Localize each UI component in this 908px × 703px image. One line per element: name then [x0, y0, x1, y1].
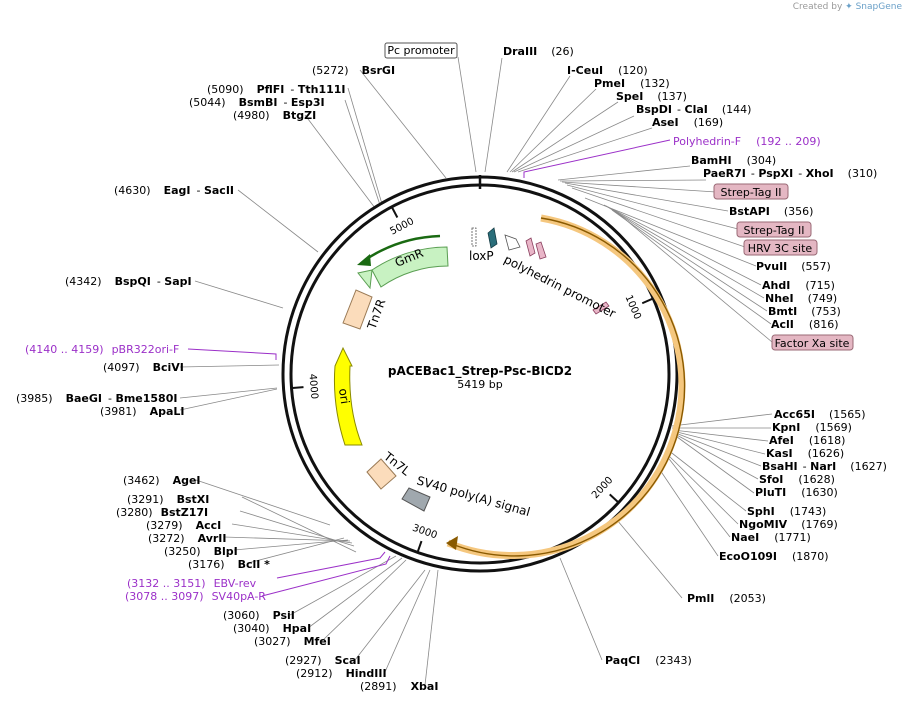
site-bspqi-sapi[interactable]: (4342)BspQI- SapI	[65, 275, 192, 288]
loxp-feature[interactable]	[471, 227, 521, 251]
site-hindiii[interactable]: (2912)HindIII	[296, 667, 387, 680]
polyhedrin-promoter-label: polyhedrin promoter	[502, 252, 618, 321]
factor-xa-site-box[interactable]: Factor Xa site	[771, 334, 854, 351]
site-asei[interactable]: AseI(169)	[652, 116, 723, 129]
tick-mark-3000	[416, 540, 423, 552]
ori-label: ori	[336, 387, 352, 404]
tn7l-feature[interactable]	[366, 458, 397, 490]
site-bspdi-clai[interactable]: BspDI- ClaI(144)	[636, 103, 751, 116]
site-bstz17i[interactable]: (3280)BstZ17I	[116, 506, 208, 519]
gmr-strand-arrow-icon	[357, 254, 371, 266]
site-pmli[interactable]: PmlI(2053)	[687, 592, 766, 605]
site-draiii[interactable]: DraIII(26)	[503, 45, 574, 58]
site-afei[interactable]: AfeI(1618)	[769, 434, 845, 447]
site-bsmbi-esp3i[interactable]: (5044)BsmBI- Esp3I	[189, 96, 325, 109]
site-bmti[interactable]: BmtI(753)	[768, 305, 841, 318]
site-ahdi[interactable]: AhdI(715)	[762, 279, 835, 292]
primer-ebv-rev[interactable]: (3132 .. 3151)EBV-rev	[127, 577, 257, 590]
site-paqci[interactable]: PaqCI(2343)	[605, 654, 692, 667]
site-eagi-sacii[interactable]: (4630)EagI- SacII	[114, 184, 234, 197]
site-ecoo109i[interactable]: EcoO109I(1870)	[719, 550, 829, 563]
site-mfei[interactable]: (3027)MfeI	[254, 635, 331, 648]
gmr-feature[interactable]	[371, 246, 449, 288]
site-labels: DraIII(26) I-CeuI(120) PmeI(132) SpeI(13…	[16, 45, 887, 693]
tn7r-feature[interactable]	[342, 289, 373, 330]
primer-pbr322ori-f[interactable]: (4140 .. 4159)pBR322ori-F	[25, 343, 179, 356]
site-acli[interactable]: AclI(816)	[771, 318, 839, 331]
svg-text:Factor Xa site: Factor Xa site	[775, 337, 850, 350]
site-pvuii[interactable]: PvuII(557)	[756, 260, 831, 273]
strep-tag-2-box[interactable]: Strep-Tag II	[736, 221, 812, 238]
site-bsrgi[interactable]: (5272)BsrGI	[312, 64, 395, 77]
svg-text:Strep-Tag II: Strep-Tag II	[744, 224, 805, 237]
site-blpi[interactable]: (3250)BlpI	[164, 545, 238, 558]
insert-arc-line	[451, 217, 686, 557]
site-pmei[interactable]: PmeI(132)	[594, 77, 670, 90]
gmr-strand	[364, 234, 441, 262]
site-paer7i-pspxi-xhoi[interactable]: PaeR7I- PspXI- XhoI(310)	[703, 167, 877, 180]
tick-mark-1000	[641, 297, 653, 305]
site-pflfi-tth111i[interactable]: (5090)PflFI- Tth111I	[207, 83, 346, 96]
site-ngomiv[interactable]: NgoMIV(1769)	[739, 518, 838, 531]
site-bstapi[interactable]: BstAPI(356)	[729, 205, 813, 218]
site-spei[interactable]: SpeI(137)	[616, 90, 687, 103]
tick-label-4000: 4000	[307, 373, 320, 399]
site-agei[interactable]: (3462)AgeI	[123, 474, 201, 487]
site-sphi[interactable]: SphI(1743)	[747, 505, 826, 518]
insert-arrow-icon	[446, 536, 458, 550]
loxp-label: loxP	[469, 249, 494, 263]
site-acci[interactable]: (3279)AccI	[146, 519, 221, 532]
site-kasi[interactable]: KasI(1626)	[766, 447, 844, 460]
plasmid-length: 5419 bp	[457, 378, 502, 391]
sv40-label: SV40 poly(A) signal	[415, 473, 532, 519]
tick-label-3000: 3000	[411, 523, 439, 542]
site-hpai[interactable]: (3040)HpaI	[233, 622, 311, 635]
ori-feature[interactable]	[333, 346, 363, 446]
site-acc65i[interactable]: Acc65I(1565)	[774, 408, 866, 421]
site-naei[interactable]: NaeI(1771)	[731, 531, 811, 544]
site-psii[interactable]: (3060)PsiI	[223, 609, 295, 622]
polyhedrin-promoter-marks	[525, 237, 610, 315]
site-nhei[interactable]: NheI(749)	[765, 292, 837, 305]
tick-label-1000: 1000	[622, 294, 642, 322]
site-baegi-bme1580i[interactable]: (3985)BaeGI- Bme1580I	[16, 392, 177, 405]
site-xbai[interactable]: (2891)XbaI	[360, 680, 438, 693]
snapgene-credit: Created by ✦ SnapGene	[793, 2, 902, 12]
plasmid-name: pACEBac1_Strep-Psc-BICD2	[388, 364, 572, 379]
site-apali[interactable]: (3981)ApaLI	[100, 405, 185, 418]
tick-mark-2000	[609, 493, 619, 503]
svg-text:Pc promoter: Pc promoter	[387, 44, 455, 57]
site-bcli[interactable]: (3176)BclI *	[188, 558, 270, 571]
credit-brand: SnapGene	[855, 2, 902, 12]
snapgene-logo-icon: ✦	[845, 2, 853, 12]
gmr-arrow-icon	[357, 269, 373, 290]
site-i-ceui[interactable]: I-CeuI(120)	[567, 64, 648, 77]
site-pluti[interactable]: PluTI(1630)	[755, 486, 838, 499]
site-sfoi[interactable]: SfoI(1628)	[759, 473, 835, 486]
credit-prefix: Created by	[792, 2, 843, 12]
primer-polyhedrin-f[interactable]: Polyhedrin-F(192 .. 209)	[673, 135, 821, 148]
site-bstxi[interactable]: (3291)BstXI	[127, 493, 209, 506]
hrv-3c-site-box[interactable]: HRV 3C site	[743, 239, 818, 256]
site-btgzi[interactable]: (4980)BtgZI	[233, 109, 316, 122]
strep-tag-1-box[interactable]: Strep-Tag II	[713, 183, 789, 200]
tick-mark-4000	[292, 386, 304, 389]
site-scai[interactable]: (2927)ScaI	[285, 654, 361, 667]
insert-arc	[446, 214, 686, 560]
sv40-feature[interactable]	[401, 487, 431, 512]
primer-sv40pa-r[interactable]: (3078 .. 3097)SV40pA-R	[125, 590, 266, 603]
svg-text:Strep-Tag II: Strep-Tag II	[721, 186, 782, 199]
site-kpni[interactable]: KpnI(1569)	[772, 421, 852, 434]
tick-mark-5000	[391, 207, 399, 218]
tick-label-5000: 5000	[388, 216, 416, 238]
pc-promoter-box[interactable]: Pc promoter	[384, 42, 458, 59]
svg-text:HRV 3C site: HRV 3C site	[748, 242, 813, 255]
primer-leaders	[187, 139, 671, 597]
site-bsahi-nari[interactable]: BsaHI- NarI(1627)	[762, 460, 887, 473]
site-bcivi[interactable]: (4097)BciVI	[103, 361, 184, 374]
site-avrii[interactable]: (3272)AvrII	[148, 532, 226, 545]
site-bamhi[interactable]: BamHI(304)	[691, 154, 776, 167]
